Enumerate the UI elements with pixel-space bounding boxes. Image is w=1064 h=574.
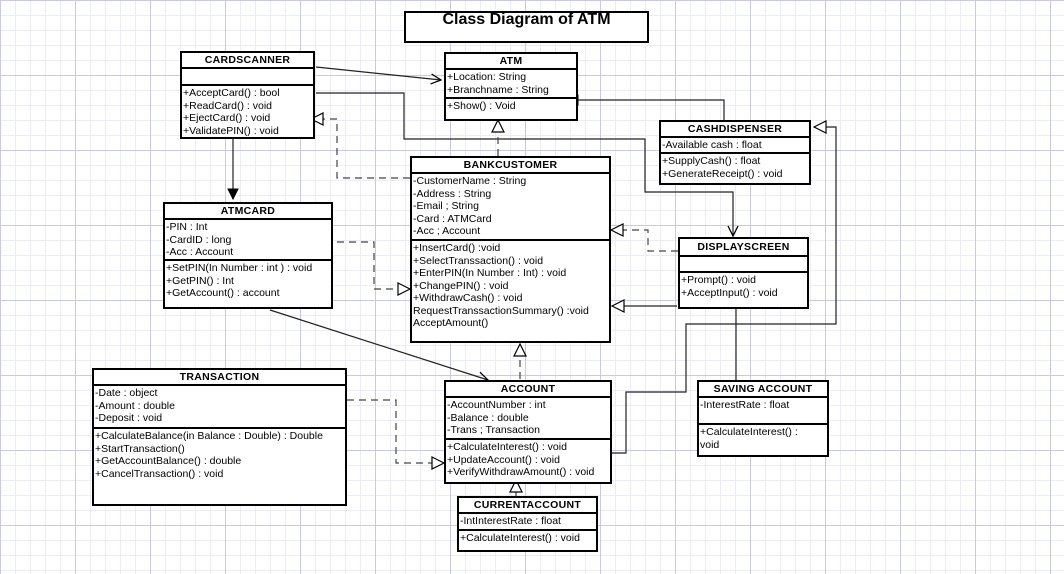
methods-section: +CalculateInterest() : void <box>459 531 596 546</box>
method: void <box>700 438 720 451</box>
method: +CalculateInterest() : void <box>460 532 580 544</box>
methods-section: +InsertCard() :void +SelectTranssaction(… <box>412 241 609 331</box>
attribute: -Acc : Account <box>166 246 234 258</box>
method: +EjectCard() : void <box>183 112 271 124</box>
attributes-section: +Location: String +Branchname : String <box>446 70 576 99</box>
methods-section: +SupplyCash() : float +GenerateReceipt()… <box>661 154 809 181</box>
method: +GetAccountBalance() : double <box>95 455 242 467</box>
attribute: -CustomerName : String <box>413 175 527 187</box>
edge-atmcard-account <box>269 309 488 380</box>
class-name: TRANSACTION <box>94 370 345 386</box>
method: +AcceptCard() : bool <box>183 87 280 99</box>
attribute: -Amount : double <box>95 399 175 412</box>
methods-section: +Prompt() : void +AcceptInput() : void <box>680 273 807 300</box>
method: +SetPIN(In Number : int ) : void <box>166 262 313 274</box>
class-name: CARDSCANNER <box>182 53 313 69</box>
attribute: +Location: String <box>447 71 527 83</box>
class-name: CURRENTACCOUNT <box>459 498 596 514</box>
method: +EnterPIN(In Number : Int) : void <box>413 267 567 279</box>
method: +CancelTransaction() : void <box>95 467 224 480</box>
attribute: +Branchname : String <box>447 83 549 96</box>
method: +GenerateReceipt() : void <box>662 167 783 180</box>
attribute: -InterestRate : float <box>700 399 790 411</box>
edge-account-cashdispenser <box>611 127 837 454</box>
attribute: -Trans ; Transaction <box>447 424 540 436</box>
attribute: -Email ; String <box>413 200 479 212</box>
edge-transaction-account <box>347 399 444 463</box>
edge-atmcard-bankcustomer <box>337 241 410 289</box>
methods-section: +AcceptCard() : bool +ReadCard() : void … <box>182 86 313 138</box>
attribute: -Card : ATMCard <box>413 212 492 225</box>
diagram-title: Class Diagram of ATM <box>404 11 649 43</box>
class-transaction[interactable]: TRANSACTION -Date : object -Amount : dou… <box>92 368 347 506</box>
method: +SelectTranssaction() : void <box>413 254 544 267</box>
methods-section: +SetPIN(In Number : int ) : void +GetPIN… <box>165 261 331 301</box>
class-account[interactable]: ACCOUNT -AccountNumber : int -Balance : … <box>444 380 612 484</box>
method: +CalculateInterest() : <box>700 426 798 438</box>
attributes-section <box>182 69 313 86</box>
attribute: -Deposit : void <box>95 412 163 424</box>
attributes-section: -InterestRate : float <box>699 398 827 425</box>
method: +UpdateAccount() : void <box>447 453 560 466</box>
method: +StartTransaction() <box>95 442 185 455</box>
attributes-section: -Date : object -Amount : double -Deposit… <box>94 386 345 429</box>
class-currentaccount[interactable]: CURRENTACCOUNT -IntInterestRate : float … <box>457 496 598 552</box>
attribute: -Address : String <box>413 187 492 200</box>
attributes-section: -CustomerName : String -Address : String… <box>412 174 609 241</box>
class-cardscanner[interactable]: CARDSCANNER +AcceptCard() : bool +ReadCa… <box>180 51 315 139</box>
methods-section: +CalculateInterest() : void <box>699 425 827 452</box>
attribute: -Available cash : float <box>662 139 762 151</box>
method: +GetPIN() : Int <box>166 274 234 287</box>
class-name: ATMCARD <box>165 204 331 220</box>
methods-section: +CalculateInterest() : void +UpdateAccou… <box>446 440 610 480</box>
method: +CalculateInterest() : void <box>447 441 567 453</box>
attribute: -CardID : long <box>166 233 232 246</box>
method: AcceptAmount() <box>413 317 489 329</box>
class-name: BANKCUSTOMER <box>412 158 609 174</box>
attribute: -Balance : double <box>447 411 529 424</box>
method: +InsertCard() :void <box>413 242 501 254</box>
attributes-section: -Available cash : float <box>661 138 809 154</box>
edge-cardscanner-displayscreen <box>316 92 733 236</box>
attribute: -Acc ; Account <box>413 225 481 237</box>
methods-section: +Show() : Void <box>446 99 576 114</box>
method: +VerifyWithdrawAmount() : void <box>447 466 595 478</box>
method: +AcceptInput() : void <box>681 286 778 299</box>
method: +ReadCard() : void <box>183 99 272 112</box>
class-name: ATM <box>446 54 576 70</box>
method: +CalculateBalance(in Balance : Double) :… <box>95 430 323 442</box>
attribute: -IntInterestRate : float <box>460 515 561 527</box>
method: +WithdrawCash() : void <box>413 292 523 304</box>
methods-section: +CalculateBalance(in Balance : Double) :… <box>94 429 345 481</box>
method: RequestTranssactionSummary() :void <box>413 304 589 317</box>
class-name: DISPLAYSCREEN <box>680 239 807 257</box>
method: +ChangePIN() : void <box>413 279 509 292</box>
class-name: CASHDISPENSER <box>661 122 809 138</box>
method: +ValidatePIN() : void <box>183 124 279 137</box>
edge-cashdispenser-atm <box>568 100 725 120</box>
edge-bankcustomer-cardscanner <box>311 119 410 179</box>
attribute: -AccountNumber : int <box>447 399 546 411</box>
attribute: -PIN : Int <box>166 221 208 233</box>
edge-cardscanner-atm <box>315 66 441 80</box>
edge-displayscreen-bankcustomer-dashed <box>611 230 678 252</box>
class-displayscreen[interactable]: DISPLAYSCREEN +Prompt() : void +AcceptIn… <box>678 237 809 309</box>
attributes-section <box>680 257 807 273</box>
class-atm[interactable]: ATM +Location: String +Branchname : Stri… <box>444 52 578 121</box>
method: +SupplyCash() : float <box>662 155 761 167</box>
method: +GetAccount() : account <box>166 287 280 299</box>
class-cashdispenser[interactable]: CASHDISPENSER -Available cash : float +S… <box>659 120 811 185</box>
class-name: ACCOUNT <box>446 382 610 398</box>
attributes-section: -AccountNumber : int -Balance : double -… <box>446 398 610 440</box>
method: +Show() : Void <box>447 100 516 112</box>
attributes-section: -PIN : Int -CardID : long -Acc : Account <box>165 220 331 261</box>
attributes-section: -IntInterestRate : float <box>459 514 596 531</box>
class-name: SAVING ACCOUNT <box>699 382 827 398</box>
class-saving-account[interactable]: SAVING ACCOUNT -InterestRate : float +Ca… <box>697 380 829 457</box>
method: +Prompt() : void <box>681 274 756 286</box>
attribute: -Date : object <box>95 387 158 399</box>
class-bankcustomer[interactable]: BANKCUSTOMER -CustomerName : String -Add… <box>410 156 611 343</box>
class-atmcard[interactable]: ATMCARD -PIN : Int -CardID : long -Acc :… <box>163 202 333 309</box>
